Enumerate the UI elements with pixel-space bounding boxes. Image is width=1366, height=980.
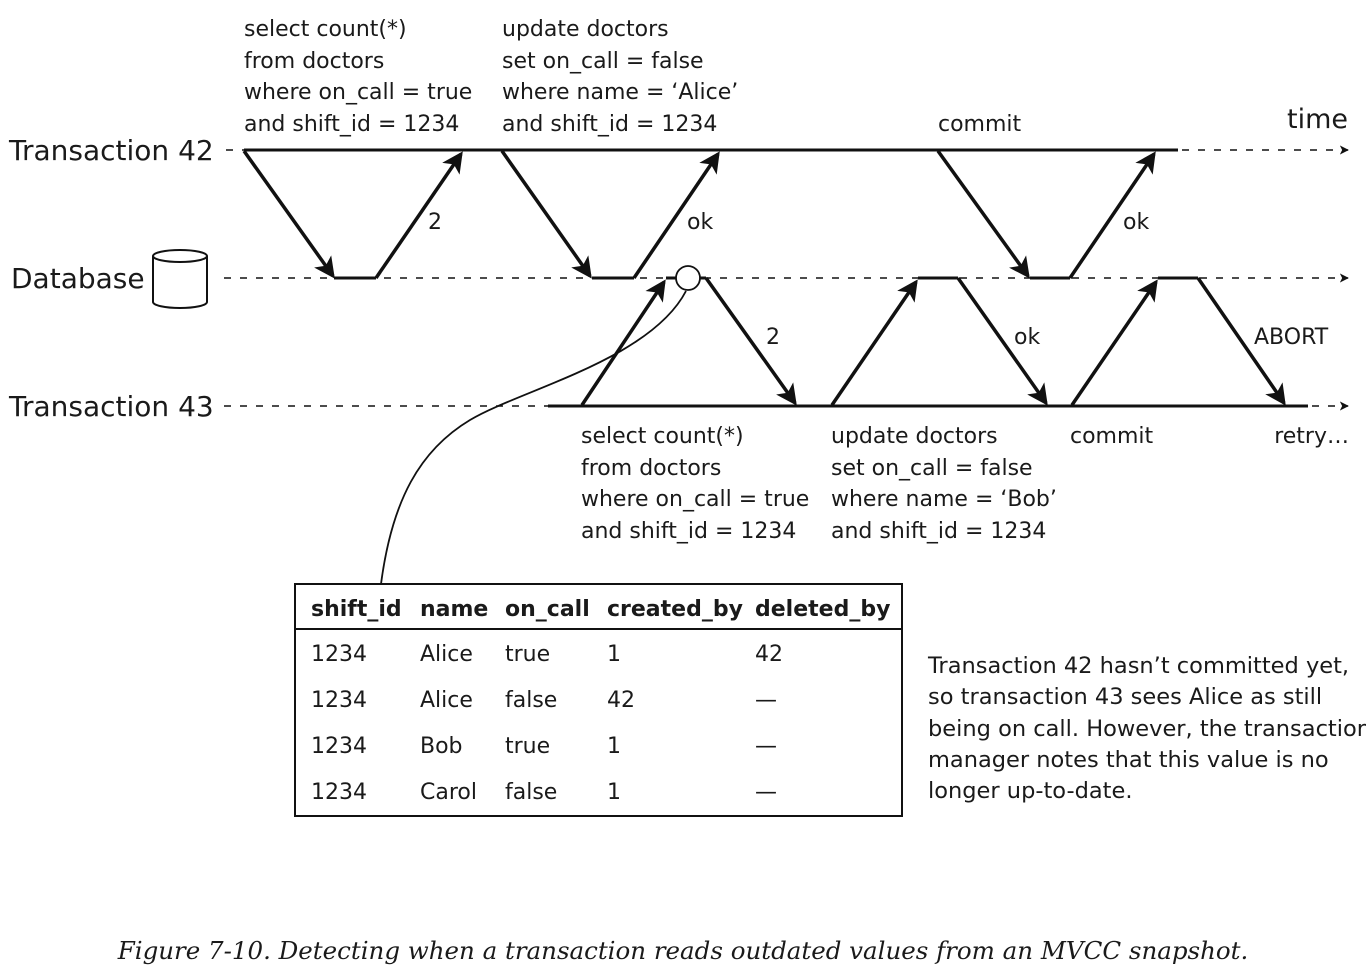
table-cell: Alice	[420, 642, 473, 667]
t43-query2-request-arrow	[830, 279, 918, 406]
lane-label-database: Database	[11, 262, 145, 295]
table-header-cell: deleted_by	[755, 597, 890, 622]
table-row: 1234 Carol false 1 —	[311, 780, 777, 805]
t43-query1-result: 2	[766, 325, 780, 350]
t42-commit-label: commit	[938, 112, 1022, 137]
sql-line: and shift_id = 1234	[581, 519, 796, 544]
sql-line: update doctors	[502, 17, 669, 42]
table-header-cell: shift_id	[311, 597, 402, 622]
t43-commit-request-arrow	[1070, 279, 1158, 406]
t42-query2-response-arrow	[632, 151, 720, 279]
table-row: 1234 Bob true 1 —	[311, 734, 777, 759]
t42-query1-result: 2	[428, 210, 442, 235]
table-cell: Carol	[420, 780, 477, 805]
mvcc-table: shift_id name on_call created_by deleted…	[294, 583, 903, 817]
note-line: Transaction 42 hasn’t committed yet,	[927, 653, 1349, 679]
t42-query1-response-arrow	[374, 151, 463, 279]
lane-label-transaction-42: Transaction 42	[8, 134, 214, 167]
t43-query2-result: ok	[1014, 325, 1040, 350]
note-line: so transaction 43 sees Alice as still	[928, 684, 1322, 710]
t42-query2-sql: update doctors set on_call = false where…	[502, 17, 738, 137]
arrows-transaction-42	[242, 149, 1156, 279]
t43-retry-label: retry…	[1274, 424, 1349, 449]
t42-query2-result: ok	[687, 210, 713, 235]
sql-line: and shift_id = 1234	[831, 519, 1046, 544]
table-cell: false	[505, 688, 557, 713]
t43-commit-response-arrow	[1196, 277, 1286, 406]
sql-line: and shift_id = 1234	[502, 112, 717, 137]
note-line: longer up-to-date.	[928, 778, 1132, 804]
table-cell: 1234	[311, 734, 367, 759]
table-cell: 42	[607, 688, 635, 713]
t42-commit-response-arrow	[1068, 151, 1156, 279]
t42-query1-request-arrow	[242, 149, 335, 279]
sql-line: from doctors	[244, 49, 384, 74]
table-cell: 1	[607, 734, 621, 759]
table-cell: 1234	[311, 688, 367, 713]
t43-commit-label: commit	[1070, 424, 1154, 449]
sql-line: update doctors	[831, 424, 998, 449]
table-cell: 1234	[311, 780, 367, 805]
t43-commit-result: ABORT	[1254, 325, 1329, 350]
table-cell: true	[505, 642, 550, 667]
sql-line: where name = ‘Alice’	[502, 80, 738, 105]
lane-label-transaction-43: Transaction 43	[8, 390, 214, 423]
t43-query2-sql: update doctors set on_call = false where…	[831, 424, 1057, 544]
t43-query2-response-arrow	[956, 276, 1048, 406]
t42-commit-result: ok	[1123, 210, 1149, 235]
annotation-note: Transaction 42 hasn’t committed yet, so …	[927, 653, 1366, 804]
t42-query2-request-arrow	[500, 149, 592, 279]
sql-line: from doctors	[581, 456, 721, 481]
callout-connector-curve	[380, 290, 687, 585]
table-border	[294, 583, 903, 817]
table-cell: 1	[607, 780, 621, 805]
figure-caption: Figure 7-10. Detecting when a transactio…	[117, 936, 1249, 965]
table-cell: Bob	[420, 734, 463, 759]
table-cell: —	[755, 780, 777, 805]
sql-line: select count(*)	[244, 17, 407, 42]
note-line: being on call. However, the transaction	[928, 716, 1366, 742]
table-cell: 1	[607, 642, 621, 667]
table-cell: —	[755, 688, 777, 713]
sql-line: set on_call = false	[831, 456, 1033, 481]
sql-line: and shift_id = 1234	[244, 112, 459, 137]
table-row: 1234 Alice true 1 42	[311, 642, 783, 667]
t42-commit-request-arrow	[936, 149, 1030, 279]
table-header-row: shift_id name on_call created_by deleted…	[311, 597, 890, 622]
sql-line: set on_call = false	[502, 49, 704, 74]
t43-query1-request-arrow	[580, 279, 666, 406]
table-cell: false	[505, 780, 557, 805]
stale-read-highlight-circle	[675, 265, 701, 291]
sql-line: where on_call = true	[244, 80, 472, 105]
table-row: 1234 Alice false 42 —	[311, 688, 777, 713]
table-header-cell: name	[420, 597, 488, 622]
table-cell: true	[505, 734, 550, 759]
t42-query1-sql: select count(*) from doctors where on_ca…	[244, 17, 472, 137]
database-cylinder-icon	[152, 249, 208, 309]
table-cell: Alice	[420, 688, 473, 713]
table-cell: —	[755, 734, 777, 759]
sql-line: select count(*)	[581, 424, 744, 449]
sql-line: where on_call = true	[581, 487, 809, 512]
table-header-cell: created_by	[607, 597, 743, 622]
table-header-cell: on_call	[505, 597, 590, 622]
time-axis-label: time	[1287, 104, 1348, 135]
sql-line: where name = ‘Bob’	[831, 487, 1057, 512]
table-cell: 1234	[311, 642, 367, 667]
table-cell: 42	[755, 642, 783, 667]
t43-query1-sql: select count(*) from doctors where on_ca…	[581, 424, 809, 544]
arrows-transaction-43	[580, 276, 1286, 406]
note-line: manager notes that this value is no	[928, 747, 1329, 773]
t43-query1-response-arrow	[704, 276, 797, 406]
